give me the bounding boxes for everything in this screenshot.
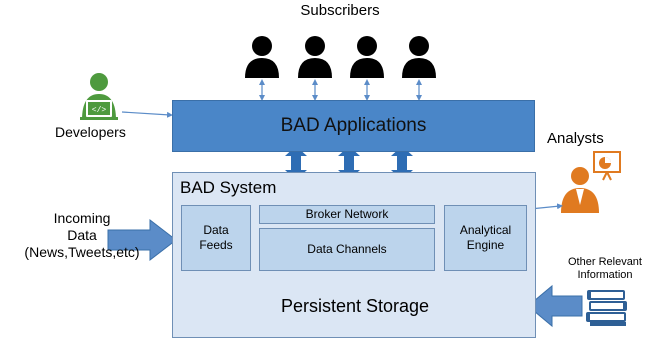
developers-label: Developers xyxy=(55,124,126,140)
data-feeds-line1: Data xyxy=(203,223,229,237)
subscribers-label: Subscribers xyxy=(300,2,380,19)
subscriber-connectors xyxy=(259,79,422,101)
bad-applications-title: BAD Applications xyxy=(280,115,427,136)
subscriber-person-icon xyxy=(350,36,384,78)
analysts-label: Analysts xyxy=(547,130,604,147)
subscriber-person-icon xyxy=(245,36,279,78)
svg-text:</>: </> xyxy=(92,106,107,115)
broker-network-box: Broker Network xyxy=(259,205,435,224)
subscriber-person-icon xyxy=(402,36,436,78)
data-feeds-box: Data Feeds xyxy=(181,205,251,271)
other-info-arrow xyxy=(527,284,583,328)
incoming-data-label: Incoming Data (News,Tweets,etc) xyxy=(2,210,162,261)
broker-network-label: Broker Network xyxy=(305,207,389,221)
data-channels-label: Data Channels xyxy=(307,242,387,256)
other-info-line1: Other Relevant xyxy=(568,256,642,268)
incoming-line1: Incoming xyxy=(53,210,111,226)
incoming-line3: (News,Tweets,etc) xyxy=(24,244,140,260)
other-info-line2: Information xyxy=(577,269,633,281)
analytical-engine-box: Analytical Engine xyxy=(444,205,527,271)
developer-laptop-icon: </> xyxy=(80,73,118,120)
books-icon xyxy=(586,290,627,326)
incoming-line2: Data xyxy=(67,227,97,243)
bad-system-title: BAD System xyxy=(180,178,277,197)
analytical-engine-line1: Analytical xyxy=(459,223,512,237)
incoming-data-arrow xyxy=(107,218,177,262)
other-info-label: Other Relevant Information xyxy=(555,256,655,282)
developer-connector xyxy=(121,111,173,118)
subscriber-person-icon xyxy=(298,36,332,78)
data-feeds-line2: Feeds xyxy=(199,238,233,252)
app-system-arrows xyxy=(285,146,413,180)
data-channels-box: Data Channels xyxy=(259,228,435,271)
analyst-presentation-icon xyxy=(561,151,621,213)
analytical-engine-line2: Engine xyxy=(466,238,505,252)
bad-applications-box: BAD Applications xyxy=(172,100,535,152)
persistent-storage-label: Persistent Storage xyxy=(280,296,430,316)
